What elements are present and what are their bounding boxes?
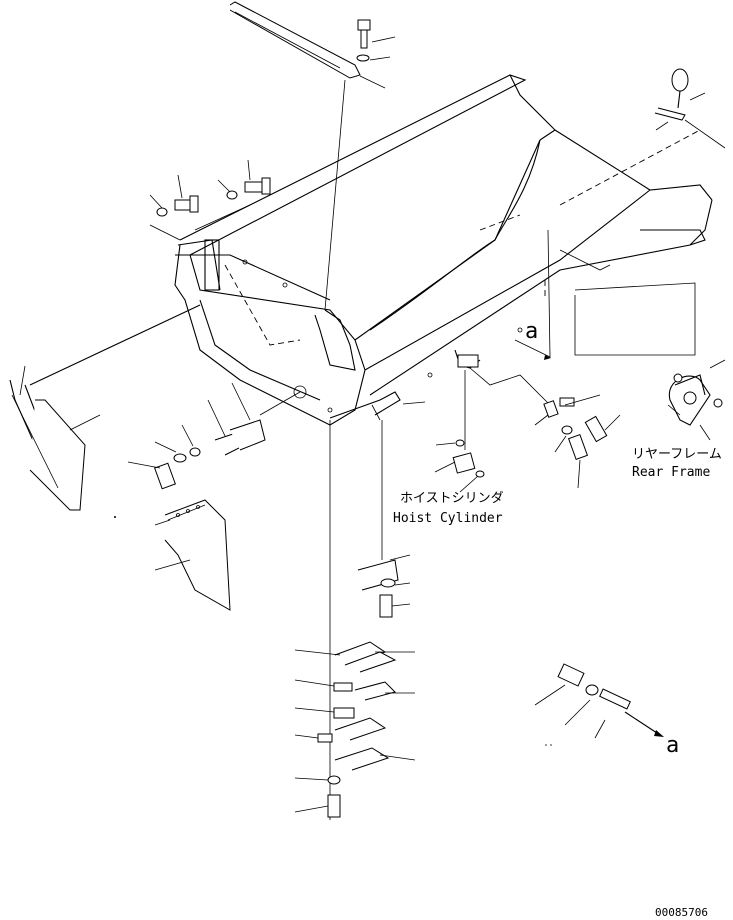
- hidden-lines: [224, 129, 701, 346]
- hoist-cylinder-jp-label: ホイストシリンダ: [400, 491, 504, 506]
- upper-right-pin: [654, 68, 726, 149]
- view-ref-a-lower-label: a: [666, 733, 679, 758]
- left-brackets: [127, 382, 301, 490]
- shim-stack: [294, 401, 426, 820]
- hoist-cylinder-mount: [434, 370, 485, 493]
- view-a-pin-assembly: [534, 663, 664, 746]
- hinge-pin-bolts: [469, 367, 621, 489]
- hoist-cylinder-en-label: Hoist Cylinder: [393, 511, 503, 526]
- rear-frame-jp-label: リヤーフレーム: [632, 447, 722, 462]
- rear-frame-bracket: [574, 282, 726, 441]
- view-ref-a-upper-label: a: [525, 319, 538, 344]
- rear-frame-en-label: Rear Frame: [632, 465, 710, 480]
- dump-body: [29, 74, 713, 426]
- view-ref-a-upper: [514, 229, 551, 360]
- top-stay-bar: [229, 1, 396, 311]
- drawing-number: 00085706: [655, 906, 708, 919]
- lower-guard-plate: [114, 499, 231, 611]
- upper-left-bolts: [149, 159, 271, 241]
- left-mud-flap: [9, 365, 101, 511]
